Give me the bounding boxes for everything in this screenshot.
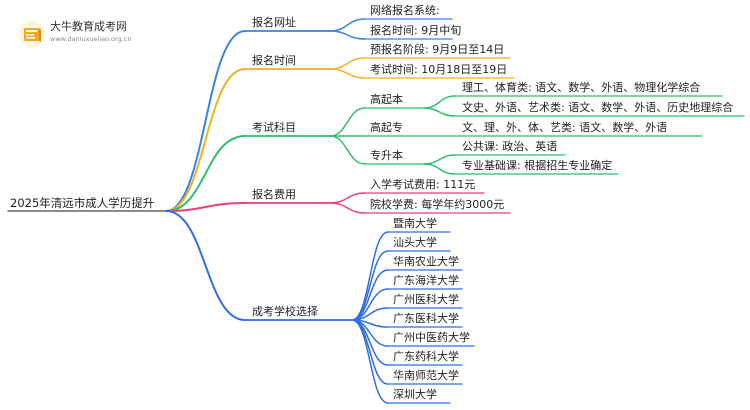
child-connector: [329, 135, 366, 165]
child-connector: [423, 95, 456, 109]
child-connector: [329, 192, 366, 204]
school-item: 广东海洋大学: [393, 274, 459, 287]
school-item: 华南农业大学: [393, 255, 459, 268]
school-item: 广东药科大学: [393, 350, 459, 363]
sub-branch-gaoqizhuan: 高起专: [370, 121, 403, 134]
leaf-science-sports: 理工、体育类: 语文、数学、外语、物理化学综合: [462, 81, 701, 94]
book-logo-icon: [19, 21, 45, 47]
school-item: 暨南大学: [393, 217, 437, 230]
leaf-arts-history: 文史、外语、艺术类: 语文、数学、外语、历史地理综合: [462, 101, 734, 114]
school-item: 广东医科大学: [393, 312, 459, 325]
school-item: 华南师范大学: [393, 369, 459, 382]
sub-branch-gaoqiben: 高起本: [370, 93, 403, 106]
branch-fees: 报名费用: [252, 188, 296, 201]
branch-connector: [165, 135, 246, 212]
school-connector: [351, 231, 389, 321]
school-connector: [351, 319, 389, 404]
child-connector: [423, 154, 456, 165]
branch-connector: [165, 30, 246, 212]
school-item: 广州中医药大学: [393, 331, 470, 344]
leaf-exam-time: 考试时间: 10月18日至19日: [370, 63, 508, 76]
child-connector: [423, 107, 456, 117]
logo-title: 大牛教育成考网: [50, 20, 127, 33]
leaf-major-courses: 专业基础课: 根据招生专业确定: [462, 159, 613, 172]
sub-branch-zhuanshengben: 专升本: [370, 149, 403, 162]
school-item: 广州医科大学: [393, 293, 459, 306]
child-connector: [329, 57, 366, 70]
child-connector: [329, 202, 366, 214]
leaf-exam-fee: 入学考试费用: 111元: [370, 178, 476, 191]
root-topic: 2025年清远市成人学历提升: [10, 196, 155, 210]
child-connector: [329, 107, 366, 137]
logo-url: www.daniuxueliao.org.cn: [50, 35, 132, 43]
branch-connector: [165, 210, 246, 321]
child-connector: [329, 18, 366, 32]
leaf-online-system: 网络报名系统:: [370, 4, 440, 17]
school-connector: [351, 319, 389, 385]
branch-connector: [165, 202, 246, 212]
leaf-registration-date: 报名时间: 9月中旬: [370, 24, 462, 37]
school-item: 深圳大学: [393, 388, 437, 401]
school-connector: [351, 250, 389, 321]
school-item: 汕头大学: [393, 236, 437, 249]
leaf-gaoqizhuan-subjects: 文、理、外、体、艺类: 语文、数学、外语: [462, 121, 668, 134]
child-connector: [329, 68, 366, 79]
child-connector: [423, 163, 456, 175]
leaf-tuition: 院校学费: 每学年约3000元: [370, 198, 505, 211]
branch-registration-time: 报名时间: [252, 54, 296, 67]
branch-schools: 成考学校选择: [252, 305, 318, 318]
leaf-public-courses: 公共课: 政治、英语: [462, 140, 558, 153]
branch-connector: [165, 68, 246, 212]
branch-exam-subjects: 考试科目: [252, 121, 296, 134]
leaf-pre-registration: 预报名阶段: 9月9日至14日: [370, 43, 505, 56]
branch-registration-site: 报名网址: [252, 16, 296, 29]
child-connector: [329, 30, 366, 40]
